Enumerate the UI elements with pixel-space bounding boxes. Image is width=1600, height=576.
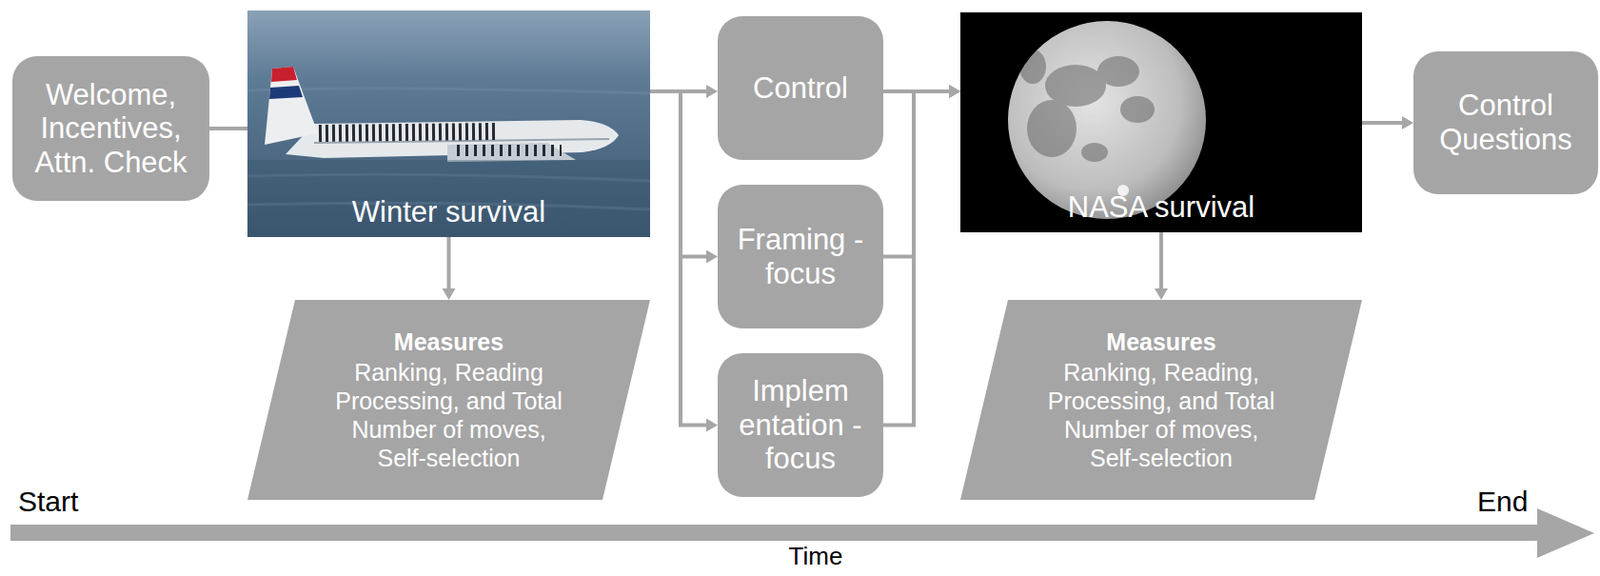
process-box: Control Questions (1413, 51, 1599, 195)
measures-list: Ranking, Reading Processing, and Total N… (324, 357, 574, 473)
box-label: Control Questions (1424, 88, 1587, 157)
flow-connector (1362, 120, 1404, 125)
photo-panel: NASA survival (960, 12, 1363, 233)
axis-label: Time (789, 542, 844, 571)
axis-label: Start (18, 485, 79, 517)
measures-heading: Measures (1036, 327, 1286, 356)
photo-caption: NASA survival (960, 190, 1363, 225)
plane-photo (247, 10, 651, 238)
box-label: Welcome, Incentives, Attn. Check (27, 78, 195, 180)
box-label: Control (729, 71, 872, 106)
photo-caption: Winter survival (247, 195, 651, 230)
box-label: Framing -focus (729, 222, 872, 291)
flow-connector (883, 91, 951, 257)
measures-list: Ranking, Reading, Processing, and Total … (1036, 357, 1286, 473)
box-label: Implem entation -focus (729, 374, 872, 476)
axis-label: End (1477, 485, 1528, 517)
moon-photo (960, 12, 1363, 233)
measures-parallelogram: MeasuresRanking, Reading, Processing, an… (960, 299, 1363, 500)
condition-box: Framing -focus (717, 184, 884, 329)
flow-connector (447, 237, 452, 291)
flow-connector (883, 91, 951, 426)
measures-parallelogram: MeasuresRanking, Reading Processing, and… (247, 299, 651, 500)
condition-box: Control (717, 16, 884, 160)
process-box: Welcome, Incentives, Attn. Check (12, 56, 210, 201)
condition-box: Implem entation -focus (717, 353, 884, 497)
photo-panel: Winter survival (247, 10, 651, 238)
flow-connector (650, 91, 709, 426)
measures-heading: Measures (324, 327, 574, 356)
flow-connector (1159, 232, 1164, 291)
flow-connector (209, 126, 248, 131)
